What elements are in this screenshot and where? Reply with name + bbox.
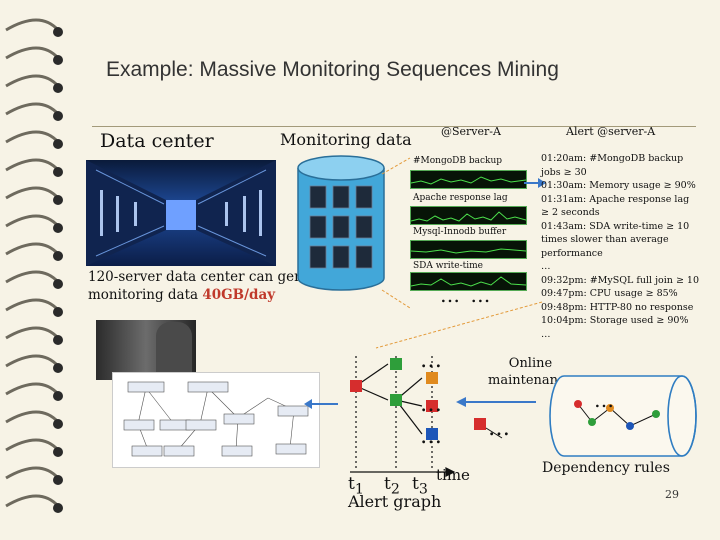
alert-graph	[350, 356, 503, 477]
alert-node-red	[350, 380, 362, 392]
series-chart-apache	[410, 206, 527, 225]
generation-prefix: monitoring data	[88, 287, 203, 303]
data-center-photo	[86, 160, 276, 266]
server-label: @Server-A	[441, 125, 501, 138]
binder-spiral	[5, 18, 63, 513]
time-t3-sub: 3	[418, 481, 428, 498]
online-label-line1: Online	[508, 356, 553, 371]
data-center-label: Data center	[100, 130, 214, 152]
alert-line: 09:48pm: HTTP-80 no response	[541, 301, 694, 313]
time-t2-sub: 2	[390, 481, 400, 498]
series-label-apache: Apache response lag	[413, 193, 508, 203]
graph-ellipsis-bottom: …	[420, 424, 442, 449]
monitoring-data-label: Monitoring data	[280, 130, 412, 149]
series-chart-mongodb	[410, 170, 527, 189]
series-label-sda: SDA write-time	[413, 261, 483, 271]
graph-ellipsis-right: …	[488, 416, 510, 441]
time-axis-label: time	[436, 466, 470, 484]
dependency-rules-store	[549, 375, 697, 457]
title-divider	[92, 126, 696, 127]
series-label-mongodb: #MongoDB backup	[413, 156, 503, 166]
generation-line-1: 120-server data center can generate	[88, 269, 339, 285]
data-volume-highlight: 40GB/day	[202, 287, 276, 303]
alert-node-red	[426, 400, 438, 412]
alerts-to-graph-connector	[375, 301, 543, 349]
alert-line: …	[541, 328, 551, 340]
series-label-mysql: Mysql-Innodb buffer	[413, 227, 507, 237]
series-ellipsis: … …	[440, 283, 493, 307]
time-t3-letter: t	[412, 474, 419, 494]
time-t1-sub: 1	[354, 481, 364, 498]
alert-node-green	[390, 358, 402, 370]
series-chart-mysql	[410, 240, 527, 259]
time-t2: t2	[384, 474, 400, 497]
arrow-rules-to-graph	[456, 397, 536, 407]
arrow-to-alerts	[524, 178, 546, 188]
slide-title: Example: Massive Monitoring Sequences Mi…	[106, 58, 559, 81]
time-t1-letter: t	[348, 474, 355, 494]
time-t3: t3	[412, 474, 428, 497]
alert-line: 01:31am: Apache response lag ≥ 2 seconds	[541, 193, 690, 219]
alert-line: …	[541, 261, 551, 272]
alert-node-orange	[426, 372, 438, 384]
alert-line: 01:20am: #MongoDB backup jobs ≥ 30	[541, 153, 684, 178]
alert-header: Alert @server-A	[566, 125, 656, 138]
generation-note: 120-server data center can generate moni…	[88, 268, 339, 304]
series-chart-sda	[410, 272, 527, 291]
alert-list: 01:20am: #MongoDB backup jobs ≥ 30 01:30…	[541, 152, 699, 341]
alert-node-red	[474, 418, 486, 430]
rules-ellipsis: …	[594, 388, 614, 412]
graph-ellipsis-mid: …	[420, 392, 442, 417]
alert-node-green	[390, 394, 402, 406]
service-dependency-graph	[123, 381, 309, 457]
alert-line: 10:04pm: Storage used ≥ 90%	[541, 315, 689, 326]
db-connector-lines	[381, 157, 411, 309]
time-t1: t1	[348, 474, 364, 497]
alert-line: 01:30am: Memory usage ≥ 90%	[541, 180, 696, 191]
generation-line-2: monitoring data 40GB/day	[88, 286, 339, 304]
online-maintenance-label: Online maintenance	[488, 355, 573, 389]
time-t2-letter: t	[384, 474, 391, 494]
alert-line: 01:43am: SDA write-time ≥ 10 times slowe…	[541, 220, 690, 259]
online-label-line2: maintenance	[488, 373, 573, 388]
page-number: 29	[665, 488, 679, 501]
dependency-rules-label: Dependency rules	[542, 460, 670, 476]
graph-ellipsis-top: …	[420, 348, 442, 373]
alert-node-blue	[426, 428, 438, 440]
alert-line: 09:47pm: CPU usage ≥ 85%	[541, 288, 678, 299]
alert-line: 09:32pm: #MySQL full join ≥ 10	[541, 274, 700, 286]
arrow-to-operator	[304, 399, 338, 409]
monitoring-database-icon	[297, 155, 385, 291]
alert-graph-caption: Alert graph	[348, 492, 442, 511]
